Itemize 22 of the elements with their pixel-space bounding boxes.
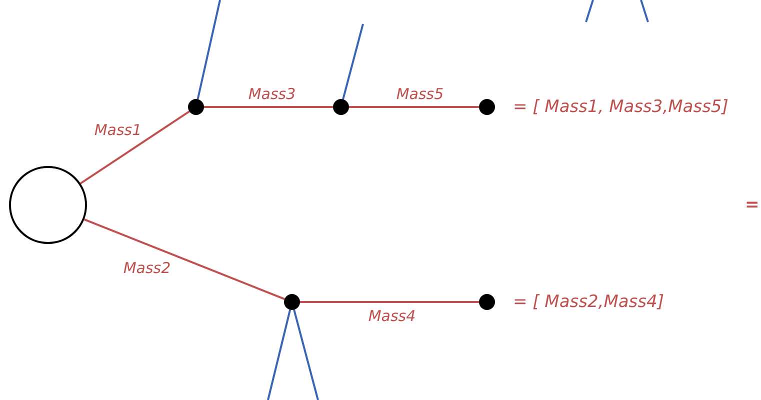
edge-label: Mass4	[368, 307, 416, 325]
result-list: = [ Mass1, Mass3,Mass5]	[513, 97, 728, 117]
junction-dot	[479, 294, 495, 310]
connector-line	[300, 301, 479, 303]
edge-label: Mass5	[396, 85, 444, 103]
edge-label: Mass1	[94, 121, 142, 139]
junction-dot	[479, 99, 495, 115]
connector-line	[349, 106, 479, 108]
connector-line	[204, 106, 333, 108]
equals-sign: =	[745, 195, 760, 215]
junction-dot	[188, 99, 204, 115]
edge-label: Mass3	[248, 85, 296, 103]
connector-line	[196, 0, 221, 100]
edge-label: Mass2	[123, 259, 171, 277]
connector-line	[84, 218, 285, 300]
connector-line	[267, 310, 292, 400]
junction-dot	[333, 99, 349, 115]
result-list: = [ Mass2,Mass4]	[513, 292, 664, 312]
connector-line	[80, 110, 190, 184]
connector-line	[342, 24, 364, 100]
connector-line	[293, 309, 319, 400]
junction-dot	[284, 294, 300, 310]
